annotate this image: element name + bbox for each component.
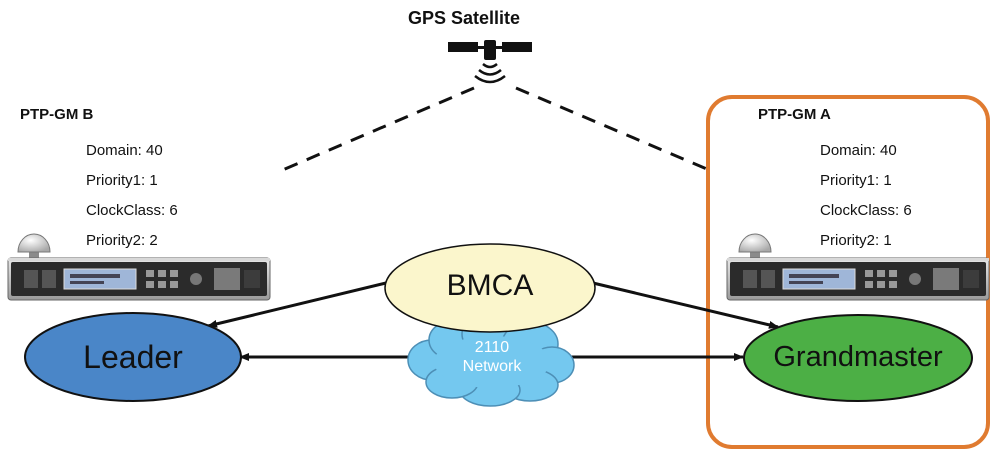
gm-a-domain: Domain: 40: [820, 142, 897, 159]
gm-b-clock-class: ClockClass: 6: [86, 202, 178, 219]
satellite-icon: [448, 40, 532, 84]
gm-b-priority2: Priority2: 2: [86, 232, 158, 249]
satellite-signal-right: [515, 86, 715, 174]
network-label-line2: Network: [462, 358, 522, 375]
ptp-gm-a-device: [726, 257, 990, 301]
gps-antenna-b-icon: [17, 233, 51, 262]
bmca-node: [384, 243, 596, 333]
network-label: 2110 Network: [440, 338, 544, 376]
bmca-to-leader-arrow: [207, 281, 387, 328]
gm-b-domain: Domain: 40: [86, 142, 163, 159]
gm-a-priority1: Priority1: 1: [820, 172, 892, 189]
gm-a-priority2: Priority2: 1: [820, 232, 892, 249]
gm-b-priority1: Priority1: 1: [86, 172, 158, 189]
gm-a-clock-class: ClockClass: 6: [820, 202, 912, 219]
grandmaster-label: Grandmaster: [773, 341, 943, 373]
leader-node: [24, 312, 242, 402]
leader-label: Leader: [83, 339, 183, 375]
satellite-signal-left: [277, 86, 475, 174]
gps-antenna-a-icon: [738, 233, 772, 262]
bmca-label: BMCA: [446, 269, 534, 302]
gm-a-title: PTP-GM A: [758, 106, 831, 123]
grandmaster-node: [743, 314, 973, 402]
bmca-to-grandmaster-arrow: [592, 281, 779, 329]
gm-a-info: Domain: 40 Priority1: 1 ClockClass: 6 Pr…: [820, 136, 912, 256]
ptp-gm-b-device: [7, 257, 271, 301]
satellite-label: GPS Satellite: [408, 8, 521, 28]
network-label-line1: 2110: [474, 339, 510, 356]
gm-b-title: PTP-GM B: [20, 106, 94, 123]
gm-b-info: Domain: 40 Priority1: 1 ClockClass: 6 Pr…: [86, 136, 178, 256]
